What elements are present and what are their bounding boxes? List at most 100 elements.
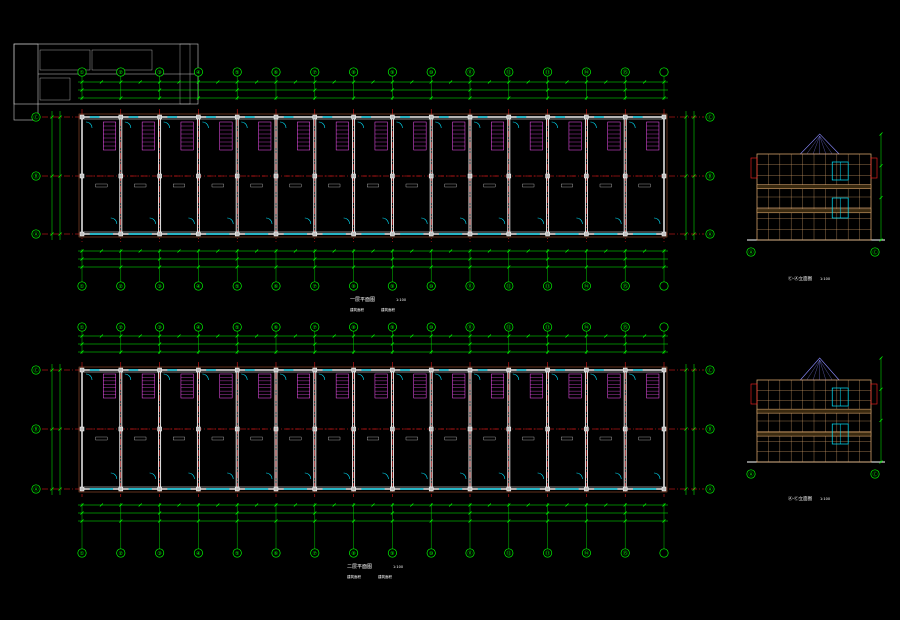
bottom-axis-bubble: ⑫ [504,548,514,558]
axis-bubble-circle [232,322,242,332]
dimension-tick [604,80,608,84]
stair-outline [568,373,582,399]
top-axis-bubble: ⑭ [581,67,591,77]
roof-hatch [812,135,820,155]
dimension-tick [58,174,62,178]
top-axis-bubble: ⑮ [620,67,630,77]
axis-bubble-circle [543,281,553,291]
axis-bubble-circle [116,281,126,291]
door-swing [188,472,195,480]
bottom-axis-bubble: ⑭ [581,281,591,291]
axis-bubble-label: ⑤ [235,284,239,290]
door-swing [343,472,350,480]
door-swing [615,217,622,225]
stair-outline [374,121,388,151]
top-axis-bubble: ③ [155,67,165,77]
top-axis-bubble: ⑧ [349,322,359,332]
axis-bubble-label: ④ [196,325,201,331]
axis-bubble-label: ⑫ [506,550,511,557]
top-axis-bubble: ④ [193,322,203,332]
room-label-box [250,183,263,188]
dimension-tick [58,487,62,491]
axis-bubble-circle [155,281,165,291]
column [545,114,550,120]
axis-bubble-circle [349,322,359,332]
column [584,367,589,373]
room-label-box [638,436,651,441]
axis-bubble-circle [349,548,359,558]
column [545,367,550,373]
top-axis-bubble: ⑫ [504,322,514,332]
axis-bubble-circle [77,548,87,558]
elevation-upper-scale: 1:100 [820,277,830,281]
column [661,367,667,373]
dimension-tick [487,503,492,507]
axis-bubble-label: ⑬ [545,324,550,331]
floor-band [756,184,872,189]
dimension-tick [177,503,181,507]
axis-bubble-label: ⑬ [545,69,550,76]
axis-bubble-circle [116,548,126,558]
roof-hatch [819,135,826,155]
axis-bubble-label: ⑥ [274,70,279,76]
dimension-tick [410,334,414,338]
column [157,231,162,237]
axis-bubble-circle [426,548,436,558]
elevation-axis-bubble: Ⓐ [746,469,756,479]
dimension-tick [332,80,336,84]
dimension-tick [879,387,883,391]
axis-bubble-circle [31,484,41,494]
roof-hatch [819,359,833,381]
dimension-tick [50,232,54,236]
axis-bubble-label: ⑭ [584,550,589,557]
axis-bubble-circle [620,548,630,558]
axis-bubble-label: Ⓐ [707,486,712,493]
column [312,426,318,432]
stair-outline [452,373,466,399]
dimension-tick [410,249,414,253]
axis-bubble-circle [543,67,553,77]
dimension-tick [293,249,298,253]
axis-bubble-label: ⑮ [623,69,628,76]
room-label-box [561,183,573,188]
top-axis-bubble [659,67,669,77]
column [584,231,589,237]
axis-bubble-label: Ⓑ [33,426,38,433]
bottom-axis-bubble: ④ [193,281,203,291]
axis-bubble-circle [77,67,87,77]
door-swing [629,373,636,381]
door-swing [473,121,481,129]
axis-bubble-label: Ⓑ [33,173,38,180]
dimension-tick [138,80,142,84]
axis-bubble-circle [116,67,126,77]
room-label-box [367,183,379,188]
axis-bubble-circle [620,67,630,77]
dimension-tick [526,334,530,338]
elevation-axis-bubble: Ⓒ [870,469,880,479]
axis-bubble-circle [271,322,281,332]
axis-bubble-circle [659,67,669,77]
axis-bubble-label: ⑥ [274,284,279,290]
bottom-axis-bubble: ⑪ [465,281,475,291]
dimension-tick [448,249,453,253]
axis-bubble-label: ④ [196,284,201,290]
dimension-tick [332,334,336,338]
axis-bubble-circle [465,281,475,291]
axis-bubble-circle [387,322,397,332]
key-plan-room [39,77,71,101]
axis-bubble-circle [426,322,436,332]
axis-bubble-label: ⑦ [313,551,318,557]
roof-hatch [806,359,820,381]
axis-bubble-circle [870,247,880,257]
bottom-axis-bubble: ⑤ [232,281,242,291]
axis-bubble-label: Ⓐ [707,231,712,238]
side-post [750,383,758,405]
bottom-axis-bubble: ⑥ [271,281,281,291]
dimension-tick [565,80,569,84]
column [506,367,512,373]
dimension-tick [177,334,181,338]
stair-outline [219,121,233,151]
room-label-box [250,436,263,441]
top-axis-bubble: ⑨ [387,322,397,332]
